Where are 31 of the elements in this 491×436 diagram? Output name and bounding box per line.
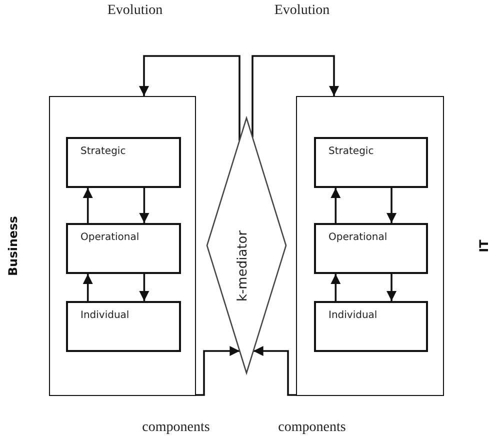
level-box [314,300,428,352]
arrow [82,188,93,223]
level-box [66,222,180,274]
arrow [82,274,93,301]
flow-label: Evolution [107,4,163,18]
level-label: Individual [80,310,130,322]
level-box [66,300,180,352]
arrow [196,346,240,396]
level-box [314,136,428,188]
mediator-diamond [207,118,286,373]
flow-label: components [142,421,210,435]
level-label: Strategic [328,146,374,158]
arrow [386,274,397,301]
group-label: Business [7,216,19,276]
mediator-label: k-mediator [236,230,250,302]
arrow [139,188,150,223]
level-label: Strategic [80,146,126,158]
level-label: Individual [328,310,378,322]
arrow [386,188,397,223]
flow-label: Evolution [274,4,330,18]
arrow [253,346,296,396]
arrow [330,274,341,301]
level-label: Operational [328,232,388,244]
arrow [252,55,339,138]
arrow [330,188,341,223]
arrow [139,274,150,301]
group-label: IT [478,240,490,252]
level-label: Operational [80,232,140,244]
flow-label: components [278,421,346,435]
level-box [314,222,428,274]
level-box [66,136,180,188]
